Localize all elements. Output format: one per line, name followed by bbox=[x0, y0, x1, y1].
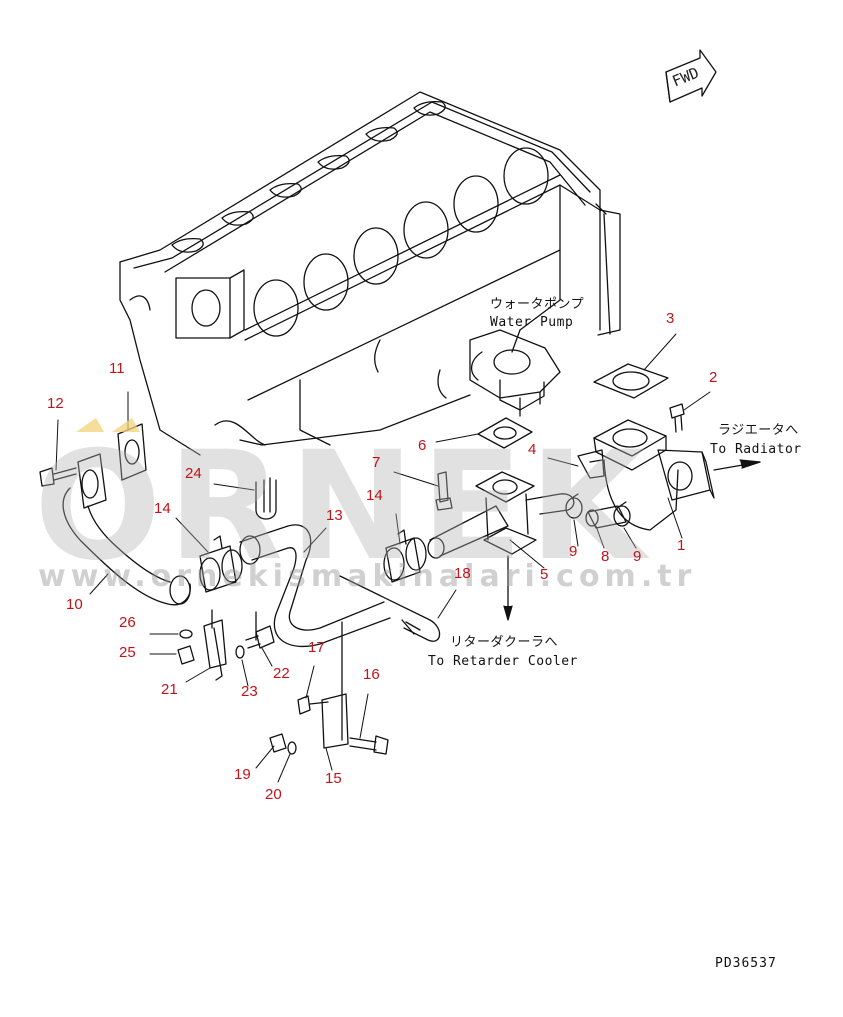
bolt-4 bbox=[577, 449, 605, 479]
callout-9-left: 9 bbox=[569, 543, 578, 560]
washer-20 bbox=[287, 741, 297, 755]
watermark-brand: ORNEK bbox=[34, 420, 652, 594]
radiator-note-jp: ラジエータへ bbox=[718, 423, 799, 438]
retarder-note-en: To Retarder Cooler bbox=[428, 654, 578, 669]
callout-25: 25 bbox=[119, 644, 136, 661]
spacer-17 bbox=[297, 695, 329, 715]
gasket-3 bbox=[593, 363, 669, 399]
water-pump-note-en: Water Pump bbox=[490, 315, 574, 330]
nut-25 bbox=[177, 645, 195, 665]
callout-12: 12 bbox=[47, 395, 64, 412]
callout-14-right: 14 bbox=[366, 487, 383, 504]
callout-3: 3 bbox=[666, 310, 675, 327]
washer-23 bbox=[235, 645, 245, 659]
callout-5: 5 bbox=[540, 566, 549, 583]
hose-8 bbox=[585, 505, 627, 529]
callout-6: 6 bbox=[418, 437, 427, 454]
leader-lines bbox=[55, 333, 711, 783]
callout-23: 23 bbox=[241, 683, 258, 700]
callout-8: 8 bbox=[601, 548, 610, 565]
drawing-code: PD36537 bbox=[715, 956, 777, 971]
bolt-22 bbox=[245, 625, 275, 649]
pipe-10 bbox=[62, 453, 191, 606]
bracket-15 bbox=[255, 611, 349, 749]
clamp-14-right bbox=[383, 529, 427, 583]
water-pump-leader bbox=[511, 329, 521, 353]
callout-22: 22 bbox=[273, 665, 290, 682]
callout-11: 11 bbox=[109, 360, 125, 377]
washer-26 bbox=[179, 629, 193, 639]
callout-26: 26 bbox=[119, 614, 136, 631]
water-pump-note-jp: ウォータポンプ bbox=[490, 297, 585, 312]
u-bolt-24 bbox=[255, 477, 277, 520]
callout-14-left: 14 bbox=[154, 500, 171, 517]
nut-19 bbox=[269, 733, 287, 753]
bolt-12 bbox=[39, 467, 77, 487]
rod-18 bbox=[339, 575, 441, 642]
callout-9-right: 9 bbox=[633, 548, 642, 565]
callout-15: 15 bbox=[325, 770, 342, 787]
callout-17: 17 bbox=[308, 639, 325, 656]
callout-10: 10 bbox=[66, 596, 83, 613]
bracket-21 bbox=[203, 609, 227, 681]
pipe-5 bbox=[427, 471, 575, 621]
engine-block bbox=[119, 91, 621, 456]
pipe-13 bbox=[239, 524, 391, 648]
plug-2 bbox=[669, 403, 685, 433]
callout-13: 13 bbox=[326, 507, 343, 524]
retarder-note-jp: リターダクーラへ bbox=[450, 635, 559, 650]
clamp-9-left bbox=[565, 493, 583, 519]
callout-4: 4 bbox=[528, 441, 537, 458]
gasket-6 bbox=[477, 417, 533, 449]
callout-2: 2 bbox=[709, 369, 718, 386]
bolt-16 bbox=[349, 735, 389, 755]
elbow-fitting-1 bbox=[593, 419, 761, 531]
callout-20: 20 bbox=[265, 786, 282, 803]
callout-19: 19 bbox=[234, 766, 251, 783]
callout-7: 7 bbox=[372, 454, 381, 471]
callout-24: 24 bbox=[185, 465, 202, 482]
clamp-9-right bbox=[613, 501, 631, 527]
watermark-accent-chevrons bbox=[76, 418, 140, 432]
radiator-note-en: To Radiator bbox=[710, 442, 802, 457]
clamp-14-left bbox=[199, 535, 243, 593]
bolt-7 bbox=[435, 471, 453, 511]
watermark-url: www.ornekismakinalari.com.tr bbox=[38, 559, 697, 594]
fwd-arrow bbox=[665, 49, 717, 103]
callout-21: 21 bbox=[161, 681, 178, 698]
callout-16: 16 bbox=[363, 666, 380, 683]
callout-1: 1 bbox=[677, 537, 686, 554]
callout-18: 18 bbox=[454, 565, 471, 582]
